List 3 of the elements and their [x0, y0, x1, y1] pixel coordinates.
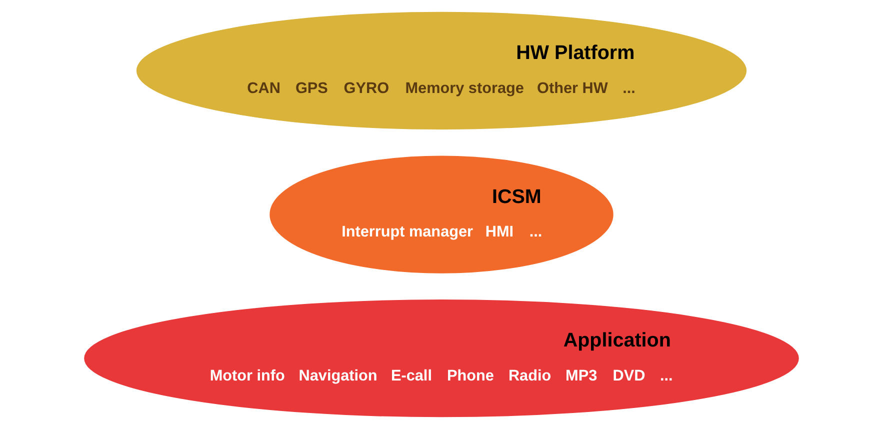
node-ellipse: HW Platform CAN GPS GYRO Memory storage Other HW ... [136, 12, 747, 130]
node-ellipse: Application Motor info Navigation E-call Phone Radio MP3 DVD ... [84, 300, 799, 418]
node-ellipse: ICSM Interrupt manager HMI ... [270, 156, 614, 274]
